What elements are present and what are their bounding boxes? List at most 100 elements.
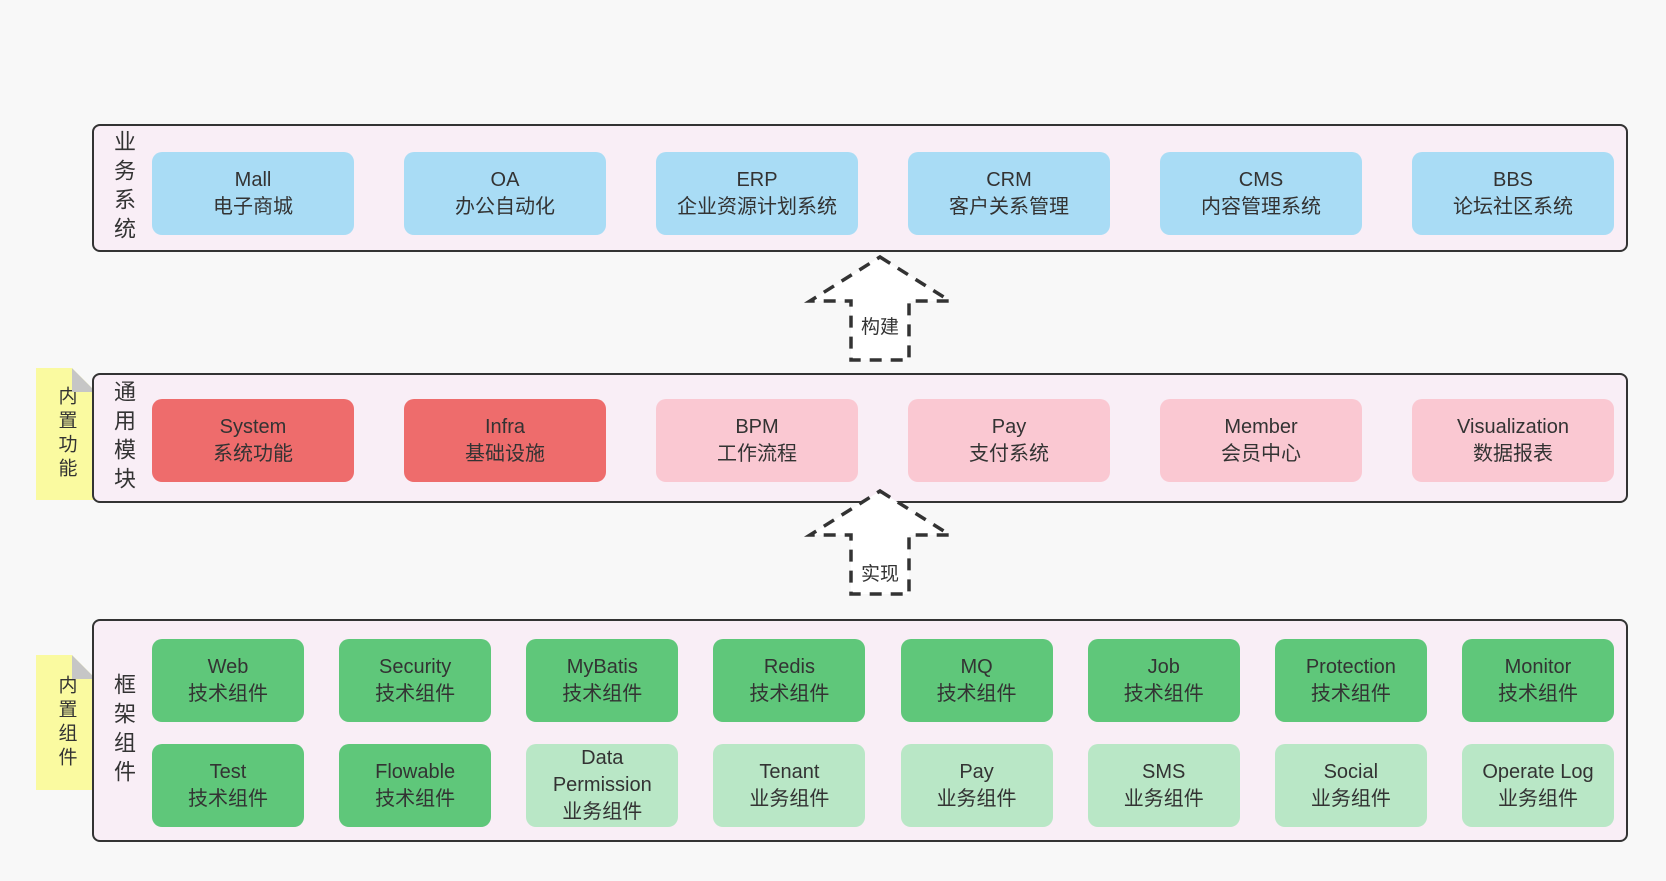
- box-title: ERP: [736, 168, 778, 191]
- box-subtitle: 内容管理系统: [1201, 195, 1321, 218]
- arrow-implement-label: 实现: [856, 558, 904, 587]
- box-mq: MQ 技术组件: [900, 639, 1053, 722]
- band-business-systems: 业务系统 Mall 电子商城 OA 办公自动化 ERP 企业资源计划系统 CRM…: [92, 124, 1628, 252]
- box-title: CRM: [986, 168, 1032, 191]
- dashed-up-arrow-icon: [803, 488, 957, 596]
- box-subtitle: 业务组件: [562, 801, 643, 823]
- box-subtitle: 客户关系管理: [949, 195, 1069, 218]
- box-subtitle: 技术组件: [936, 682, 1017, 705]
- box-subtitle: 技术组件: [375, 682, 456, 705]
- arrow-build: [800, 252, 960, 364]
- box-title: Member: [1224, 415, 1298, 438]
- box-title: MyBatis: [566, 655, 638, 678]
- box-subtitle: 业务组件: [1123, 787, 1204, 810]
- box-subtitle: 电子商城: [213, 195, 293, 218]
- box-subtitle: 业务组件: [1497, 787, 1578, 810]
- box-subtitle: 办公自动化: [455, 195, 555, 218]
- sticky-note-built-in-features: 内置功能: [36, 368, 96, 500]
- box-subtitle: 系统功能: [213, 442, 293, 465]
- box-subtitle: 业务组件: [936, 787, 1017, 810]
- box-title: BPM: [735, 415, 779, 438]
- box-security: Security 技术组件: [339, 639, 492, 722]
- box-title: SMS: [1142, 760, 1186, 783]
- box-bpm: BPM 工作流程: [656, 399, 858, 482]
- box-system: System 系统功能: [152, 399, 354, 482]
- box-title: Pay: [991, 415, 1027, 438]
- box-monitor: Monitor 技术组件: [1461, 639, 1614, 722]
- box-redis: Redis 技术组件: [713, 639, 866, 722]
- band-label-business-systems: 业务系统: [111, 130, 136, 246]
- box-subtitle: 企业资源计划系统: [677, 195, 837, 218]
- box-tenant: Tenant 业务组件: [713, 744, 866, 827]
- box-subtitle: 技术组件: [1310, 682, 1391, 705]
- box-mall: Mall 电子商城: [152, 152, 354, 235]
- box-test: Test 技术组件: [152, 744, 304, 827]
- box-title: System: [219, 415, 287, 438]
- box-subtitle: 业务组件: [1310, 787, 1391, 810]
- box-title: Social: [1323, 760, 1379, 783]
- box-subtitle: 基础设施: [465, 442, 545, 465]
- band-framework-components: 框架组件 Web 技术组件 Security 技术组件 MyBatis 技术组件…: [92, 619, 1628, 842]
- box-web: Web 技术组件: [152, 639, 304, 722]
- box-job: Job 技术组件: [1087, 639, 1240, 722]
- arrow-build-label: 构建: [856, 311, 904, 340]
- box-flowable: Flowable 技术组件: [339, 744, 492, 827]
- sticky-note-built-in-components: 内置组件: [36, 655, 96, 790]
- box-subtitle: 工作流程: [717, 442, 797, 465]
- box-subtitle: 技术组件: [1123, 682, 1204, 705]
- box-subtitle: 技术组件: [1497, 682, 1578, 705]
- components-row-2: Test 技术组件 Flowable 技术组件 Data Permission …: [152, 744, 1614, 827]
- box-title: Flowable: [375, 760, 456, 783]
- components-row-1: Web 技术组件 Security 技术组件 MyBatis 技术组件 Redi…: [152, 639, 1614, 722]
- box-erp: ERP 企业资源计划系统: [656, 152, 858, 235]
- box-title: Visualization: [1457, 415, 1569, 438]
- box-cms: CMS 内容管理系统: [1160, 152, 1362, 235]
- box-subtitle: 业务组件: [749, 787, 830, 810]
- box-title: Data Permission: [552, 747, 652, 796]
- box-subtitle: 支付系统: [969, 442, 1049, 465]
- box-data-permission: Data Permission 业务组件: [526, 744, 679, 827]
- band-label-framework-components: 框架组件: [111, 672, 136, 789]
- box-title: BBS: [1492, 168, 1534, 191]
- box-subtitle: 技术组件: [562, 682, 643, 705]
- box-subtitle: 技术组件: [375, 787, 456, 810]
- sticky-note-text: 内置组件: [55, 674, 77, 771]
- box-title: Web: [207, 655, 249, 678]
- box-pay-module: Pay 支付系统: [908, 399, 1110, 482]
- box-title: Redis: [763, 655, 815, 678]
- box-sms: SMS 业务组件: [1087, 744, 1240, 827]
- box-subtitle: 技术组件: [749, 682, 830, 705]
- box-title: MQ: [960, 655, 993, 678]
- box-title: Mall: [234, 168, 272, 191]
- box-title: CMS: [1238, 168, 1284, 191]
- box-crm: CRM 客户关系管理: [908, 152, 1110, 235]
- business-boxes-row: Mall 电子商城 OA 办公自动化 ERP 企业资源计划系统 CRM 客户关系…: [152, 152, 1614, 235]
- box-member: Member 会员中心: [1160, 399, 1362, 482]
- sticky-note-text: 内置功能: [55, 386, 77, 482]
- box-protection: Protection 技术组件: [1274, 639, 1427, 722]
- box-subtitle: 论坛社区系统: [1453, 195, 1573, 218]
- box-bbs: BBS 论坛社区系统: [1412, 152, 1614, 235]
- box-title: Job: [1147, 655, 1180, 678]
- box-title: Operate Log: [1482, 760, 1594, 783]
- box-social: Social 业务组件: [1274, 744, 1427, 827]
- modules-boxes-row: System 系统功能 Infra 基础设施 BPM 工作流程 Pay 支付系统…: [152, 399, 1614, 482]
- box-pay-component: Pay 业务组件: [900, 744, 1053, 827]
- box-title: Tenant: [759, 760, 820, 783]
- box-subtitle: 会员中心: [1221, 442, 1301, 465]
- box-subtitle: 技术组件: [188, 682, 268, 705]
- box-title: Monitor: [1504, 655, 1572, 678]
- box-title: Pay: [959, 760, 994, 783]
- box-operate-log: Operate Log 业务组件: [1461, 744, 1614, 827]
- box-mybatis: MyBatis 技术组件: [526, 639, 679, 722]
- box-oa: OA 办公自动化: [404, 152, 606, 235]
- box-subtitle: 数据报表: [1473, 442, 1553, 465]
- box-visualization: Visualization 数据报表: [1412, 399, 1614, 482]
- box-subtitle: 技术组件: [188, 787, 268, 810]
- box-title: Test: [209, 760, 247, 783]
- box-title: Protection: [1305, 655, 1396, 678]
- box-title: Security: [379, 655, 452, 678]
- arrow-implement: [800, 486, 960, 598]
- dashed-up-arrow-icon: [803, 254, 957, 362]
